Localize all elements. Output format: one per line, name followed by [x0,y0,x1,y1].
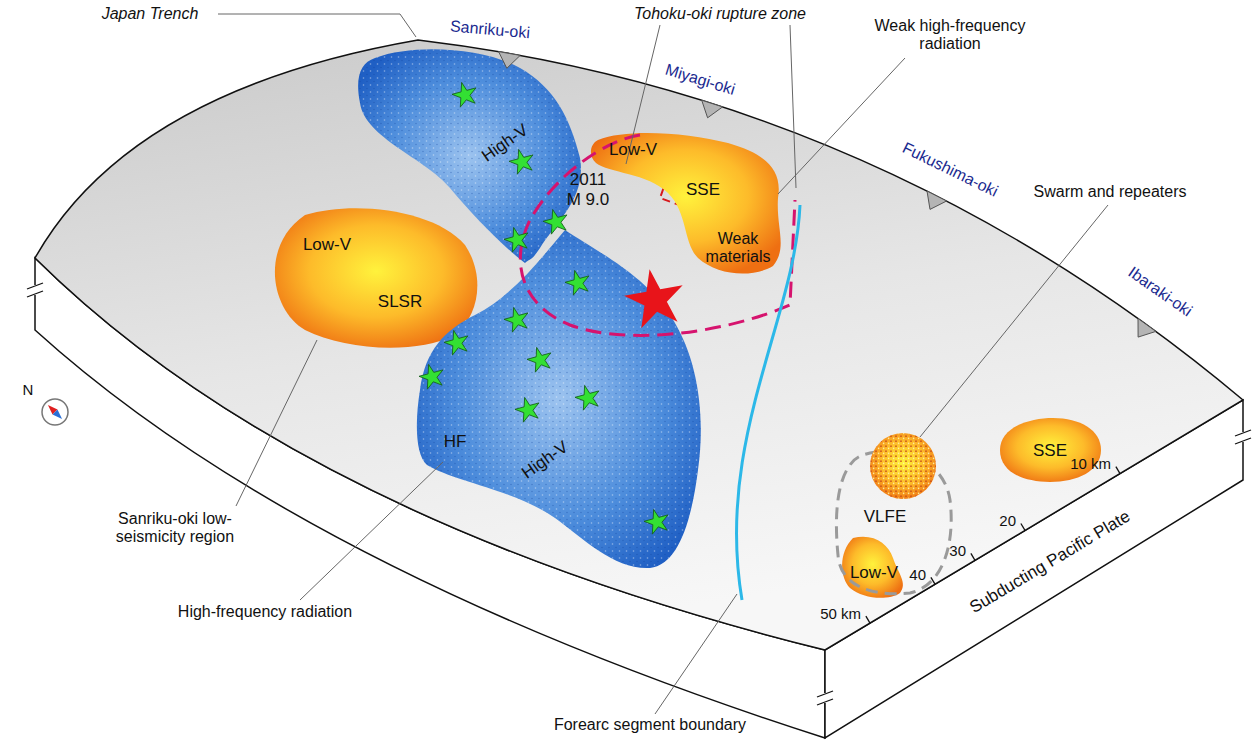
region-label: SSE [1033,441,1067,461]
swarm-patch [870,433,936,499]
region-label: Low-V [609,140,657,160]
region-label: 2011 M 9.0 [562,170,614,209]
area-name: Sanriku-oki [449,17,530,42]
region-border [836,451,951,594]
earthquake-stars [417,79,689,535]
high-velocity-region: HFHigh-V [415,220,705,570]
aftershock-star [442,327,472,356]
break-marks [27,283,1251,705]
depth-label: 20 [999,512,1016,529]
region-fill [591,133,781,274]
slow-slip-region: SSE [995,415,1105,485]
region-label: VLFE [864,507,907,527]
trench-tooth [927,191,947,209]
region-label: SLSR [378,292,422,312]
aftershock-star [502,304,532,333]
vlfe-region: Low-V VLFE [830,445,955,600]
region-label: Low-V [850,563,898,583]
aftershock-star [513,394,543,423]
low-velocity-region: Low-V [838,533,908,598]
depth-label: 40 [909,566,926,583]
callout-label: Sanriku-oki low-seismicity region [93,510,258,547]
callout-label: Tohoku-oki rupture zone [634,5,806,23]
depth-label: 10 km [1070,455,1111,472]
trench-label: Japan Trench [102,5,199,23]
aftershock-star [417,361,447,390]
region-fill [1000,418,1101,482]
callout-label: Weak high-frequency radiation [863,17,1038,54]
low-velocity-region: Low-V SLSR [265,205,480,350]
aftershock-star [507,146,537,175]
aftershock-star [502,224,532,253]
segment-boundary-line [736,205,800,600]
region-outline [265,205,480,350]
region-label: HF [444,432,467,452]
aftershock-star [450,79,480,108]
callout-label: Swarm and repeaters [1034,183,1187,201]
depth-label: 50 km [820,605,861,622]
aftershock-star [563,267,593,296]
area-name: Ibaraki-oki [1124,263,1195,320]
aftershock-star [525,344,555,373]
region-fill [275,208,477,347]
swarm-speckle [870,433,936,499]
low-velocity-region: SSE Low-V Weak materials [588,128,795,275]
trench-tooth [499,52,521,69]
depth-label: 30 [949,542,966,559]
plate-surface [35,40,1243,650]
aftershock-star [642,506,672,535]
trench-tooth [702,100,723,118]
compass-letter: N [23,381,34,398]
region-fill [842,537,903,598]
aftershock-star [573,382,603,411]
north-arrow [42,399,68,425]
region-fill [417,230,701,568]
aftershock-star [541,206,571,235]
region-texture [417,230,701,568]
region-outline [415,220,705,570]
trench-tooth [1138,319,1156,338]
epicenter-star [620,264,688,330]
callout-label: High-frequency radiation [178,603,352,621]
callout-label: Forearc segment boundary [554,716,746,734]
region-label: SSE [686,180,720,200]
region-label: Low-V [303,235,351,255]
region-label: Weak materials [701,230,776,267]
